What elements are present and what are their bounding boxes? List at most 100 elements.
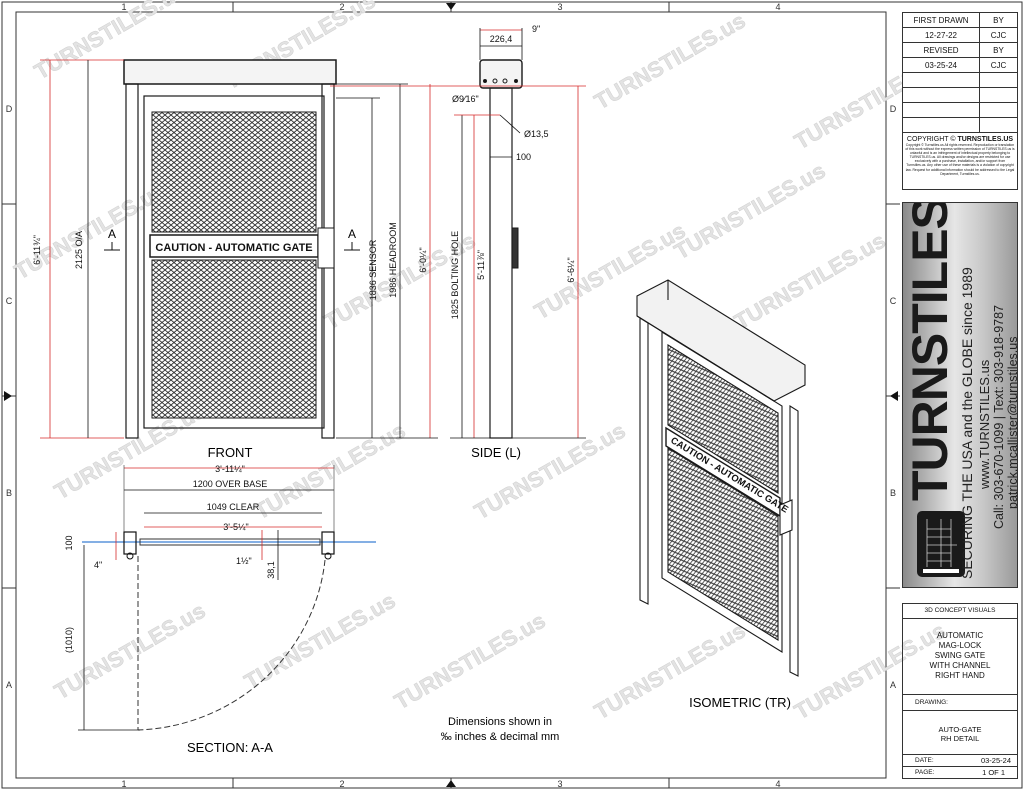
dim-clear: 1049 CLEAR [207, 502, 260, 512]
logo-website[interactable]: www.TURNSTILES.us [977, 359, 992, 489]
dim-clear-imperial: 3'-5¼" [223, 522, 248, 532]
dim-headroom-imperial: 6'-0¼" [418, 247, 428, 272]
revised-label: REVISED [903, 43, 980, 57]
drawing-name-line: AUTO-GATE [938, 725, 982, 734]
page-row: PAGE: 1 OF 1 [903, 767, 1017, 778]
dim-depth: 100 [64, 535, 74, 550]
dim-bar-mm: 38,1 [266, 561, 276, 579]
grid-col-4: 4 [775, 2, 780, 12]
front-view [123, 59, 337, 439]
front-mesh-upper [151, 111, 317, 233]
front-dimensions [40, 59, 438, 439]
dim-headroom: 1986 HEADROOM [388, 222, 398, 298]
section-dim-labels: 3'-11¼" 1200 OVER BASE 1049 CLEAR 3'-5¼"… [64, 464, 276, 653]
dim-hole-mm: Ø13,5 [524, 129, 549, 139]
dim-head-width-mm: 226,4 [490, 34, 513, 44]
copyright-brand: TURNSTILES.US [957, 136, 1014, 143]
section-gate-bar [139, 538, 321, 546]
logo-email[interactable]: patrick.mcallister@turnstiles.us [1006, 336, 1018, 509]
front-view-title: FRONT [208, 445, 253, 460]
grid-col-1: 1 [121, 2, 126, 12]
grid-labels: 1 2 3 4 1 2 3 4 D C B A D C B A [6, 2, 897, 789]
section-right-post [321, 531, 335, 555]
drawing-description: AUTOMATIC MAG-LOCK SWING GATE WITH CHANN… [903, 619, 1017, 695]
first-drawn-label: FIRST DRAWN [903, 13, 980, 27]
watermark-text: TURNSTILES.us [670, 158, 830, 265]
dim-over-base: 1200 OVER BASE [193, 479, 268, 489]
iso-mesh-upper [667, 344, 779, 494]
section-label: 3D CONCEPT VISUALS [903, 604, 1017, 619]
watermark-text: TURNSTILES.us [390, 608, 550, 715]
front-left-post [125, 83, 139, 439]
iso-left-post [639, 317, 649, 605]
empty-revision-row [903, 118, 1017, 133]
revised-date: 03-25-24 [903, 58, 980, 72]
grid-row-b-right: B [890, 488, 896, 498]
grid-col-2-bottom: 2 [339, 779, 344, 789]
drawing-name: AUTO-GATE RH DETAIL [903, 711, 1017, 755]
page-value: 1 OF 1 [982, 768, 1005, 777]
dim-post-width: 100 [516, 152, 531, 162]
grid-row-d-right: D [890, 104, 897, 114]
dim-sensor: 1836 SENSOR [368, 239, 378, 300]
dimensions-note-line1: Dimensions shown in [448, 716, 552, 728]
description-line: SWING GATE [934, 651, 986, 660]
section-swing-arc [137, 559, 326, 731]
logo-phone: Call: 303-670-1099 | Text: 303-918-9787 [992, 304, 1006, 529]
front-maglock [317, 227, 335, 269]
dim-head-width-imperial: 9" [532, 24, 540, 34]
grid-row-c: C [6, 296, 13, 306]
side-header-box [479, 59, 523, 89]
dim-bolting-imperial: 5'-11⅞" [476, 250, 486, 280]
grid-col-3-bottom: 3 [557, 779, 562, 789]
dimensions-note-line2: ‰ inches & decimal mm [441, 731, 560, 743]
page-label: PAGE: [915, 769, 935, 776]
dim-bar-imperial: 1½" [236, 556, 252, 566]
iso-mesh-lower [667, 447, 779, 641]
watermark-text: TURNSTILES.us [590, 8, 750, 115]
iso-right-post [789, 405, 799, 677]
iso-gate-frame [661, 331, 783, 653]
date-value: 03-25-24 [980, 756, 1011, 765]
company-logo-panel: TURNSTILES.us SECURING THE USA and the G… [902, 202, 1018, 588]
revised-by: CJC [990, 60, 1007, 70]
date-label: DATE: [915, 757, 934, 764]
turnstile-logo-icon [917, 511, 965, 577]
grid-row-b: B [6, 488, 12, 498]
description-line: AUTOMATIC [936, 631, 984, 640]
watermark-text: TURNSTILES.us [240, 588, 400, 695]
dim-section-width-imperial: 3'-11¼" [215, 464, 245, 474]
dim-side-overall-imperial: 6'-6¼" [566, 257, 576, 282]
grid-row-a: A [6, 680, 12, 690]
copyright-heading: COPYRIGHT © [906, 136, 956, 143]
description-line: RIGHT HAND [935, 671, 985, 680]
copyright-notice: COPYRIGHT © TURNSTILES.US Copyright © Tu… [903, 133, 1017, 179]
description-line: WITH CHANNEL [929, 661, 991, 670]
side-dim-labels: 226,4 9" Ø9⁄16" Ø13,5 100 1825 BOLTING H… [450, 24, 576, 319]
front-caution-sign-text: CAUTION - AUTOMATIC GATE [155, 242, 312, 254]
side-dimensions [330, 28, 586, 439]
section-view [78, 465, 376, 731]
grid-col-1-bottom: 1 [121, 779, 126, 789]
isometric-view [636, 279, 806, 677]
copyright-text: Copyright © Turnstiles.us All rights res… [905, 143, 1015, 176]
grid-row-d: D [6, 104, 13, 114]
watermark-text: TURNSTILES.us [250, 418, 410, 525]
date-row: DATE: 03-25-24 [903, 755, 1017, 767]
section-view-title: SECTION: A-A [187, 740, 273, 755]
section-marker-left: A [108, 227, 116, 241]
section-left-post [123, 531, 137, 555]
side-view [479, 59, 523, 439]
grid-row-a-right: A [890, 680, 896, 690]
grid-col-4-bottom: 4 [775, 779, 780, 789]
empty-revision-row [903, 73, 1017, 88]
dim-overall-imperial: 6'-11¾" [32, 235, 42, 265]
drawing-label: DRAWING: [903, 695, 1017, 711]
first-drawn-by: CJC [990, 30, 1007, 40]
grid-col-2: 2 [339, 2, 344, 12]
section-markers [104, 242, 360, 251]
side-post [489, 87, 513, 439]
